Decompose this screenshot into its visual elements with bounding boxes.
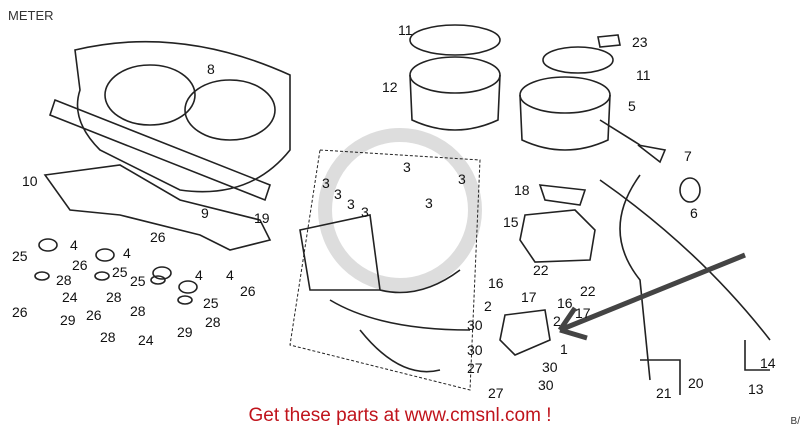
callout: 11 [398,22,413,38]
callout: 12 [382,79,398,95]
part-23 [597,34,621,48]
callout: 9 [201,205,209,221]
tachometer-cable [619,174,651,381]
callout: 4 [226,267,234,283]
tachometer [519,76,611,114]
callout: 3 [347,196,355,212]
callout: 24 [138,332,154,348]
callout: 6 [690,205,698,221]
callout: 16 [557,295,573,311]
harness-box [289,149,481,391]
callout: 20 [688,375,704,391]
callout: 19 [254,210,270,226]
callout: 16 [488,275,504,291]
callout: 23 [632,34,648,50]
callout: 4 [70,237,78,253]
callout: 13 [748,381,764,397]
callout: 26 [72,257,88,273]
callout: 15 [503,214,519,230]
grommets [34,238,198,305]
callout: 30 [542,359,558,375]
callout: 17 [521,289,537,305]
callout: 3 [361,204,369,220]
callout: 25 [130,273,146,289]
callout: 30 [538,377,554,393]
diagram-title: METER [8,8,54,23]
gauge-ring-right [542,46,614,74]
callout: 28 [106,289,122,305]
callout: 3 [403,159,411,175]
unit-1 [499,309,551,356]
watermark-logo [318,128,482,292]
callout: 14 [760,355,776,371]
meter-bracket [43,164,272,251]
callout: 30 [467,342,483,358]
callout: 2 [553,313,561,329]
pointer-arrow [557,252,746,341]
callout: 29 [177,324,193,340]
reference-code: B/ [790,416,800,427]
callout: 27 [467,360,483,376]
part-6 [679,177,701,203]
callout: 3 [458,171,466,187]
callout: 4 [195,267,203,283]
callout: 3 [334,186,342,202]
meter-panel-cover [74,40,291,193]
speedometer [409,56,501,94]
callout: 8 [207,61,215,77]
callout: 25 [112,264,128,280]
cmsnl-link[interactable]: Get these parts at www.cmsnl.com ! [248,405,552,426]
callout: 28 [130,303,146,319]
callout: 25 [12,248,28,264]
callout: 26 [150,229,166,245]
callout: 28 [100,329,116,345]
callout: 22 [533,262,549,278]
callout: 24 [62,289,78,305]
callout: 21 [656,385,672,401]
callout: 26 [240,283,256,299]
callout: 17 [575,305,591,321]
callout: 22 [580,283,596,299]
callout: 18 [514,182,530,198]
callout: 28 [56,272,72,288]
part-7 [637,144,667,164]
gauge-ring-left [409,24,501,56]
indicator-housing [519,209,596,263]
callout: 27 [488,385,504,401]
callout: 3 [425,195,433,211]
callout: 5 [628,98,636,114]
callout: 2 [484,298,492,314]
callout: 25 [203,295,219,311]
callout: 26 [12,304,28,320]
callout: 26 [86,307,102,323]
callout: 10 [22,173,38,189]
callout: 30 [467,317,483,333]
callout: 4 [123,245,131,261]
callout: 1 [560,341,568,357]
callout: 29 [60,312,76,328]
callout: 11 [636,67,651,83]
speedometer-cable [599,179,771,341]
callout: 3 [322,175,330,191]
callout: 28 [205,314,221,330]
callout: 7 [684,148,692,164]
